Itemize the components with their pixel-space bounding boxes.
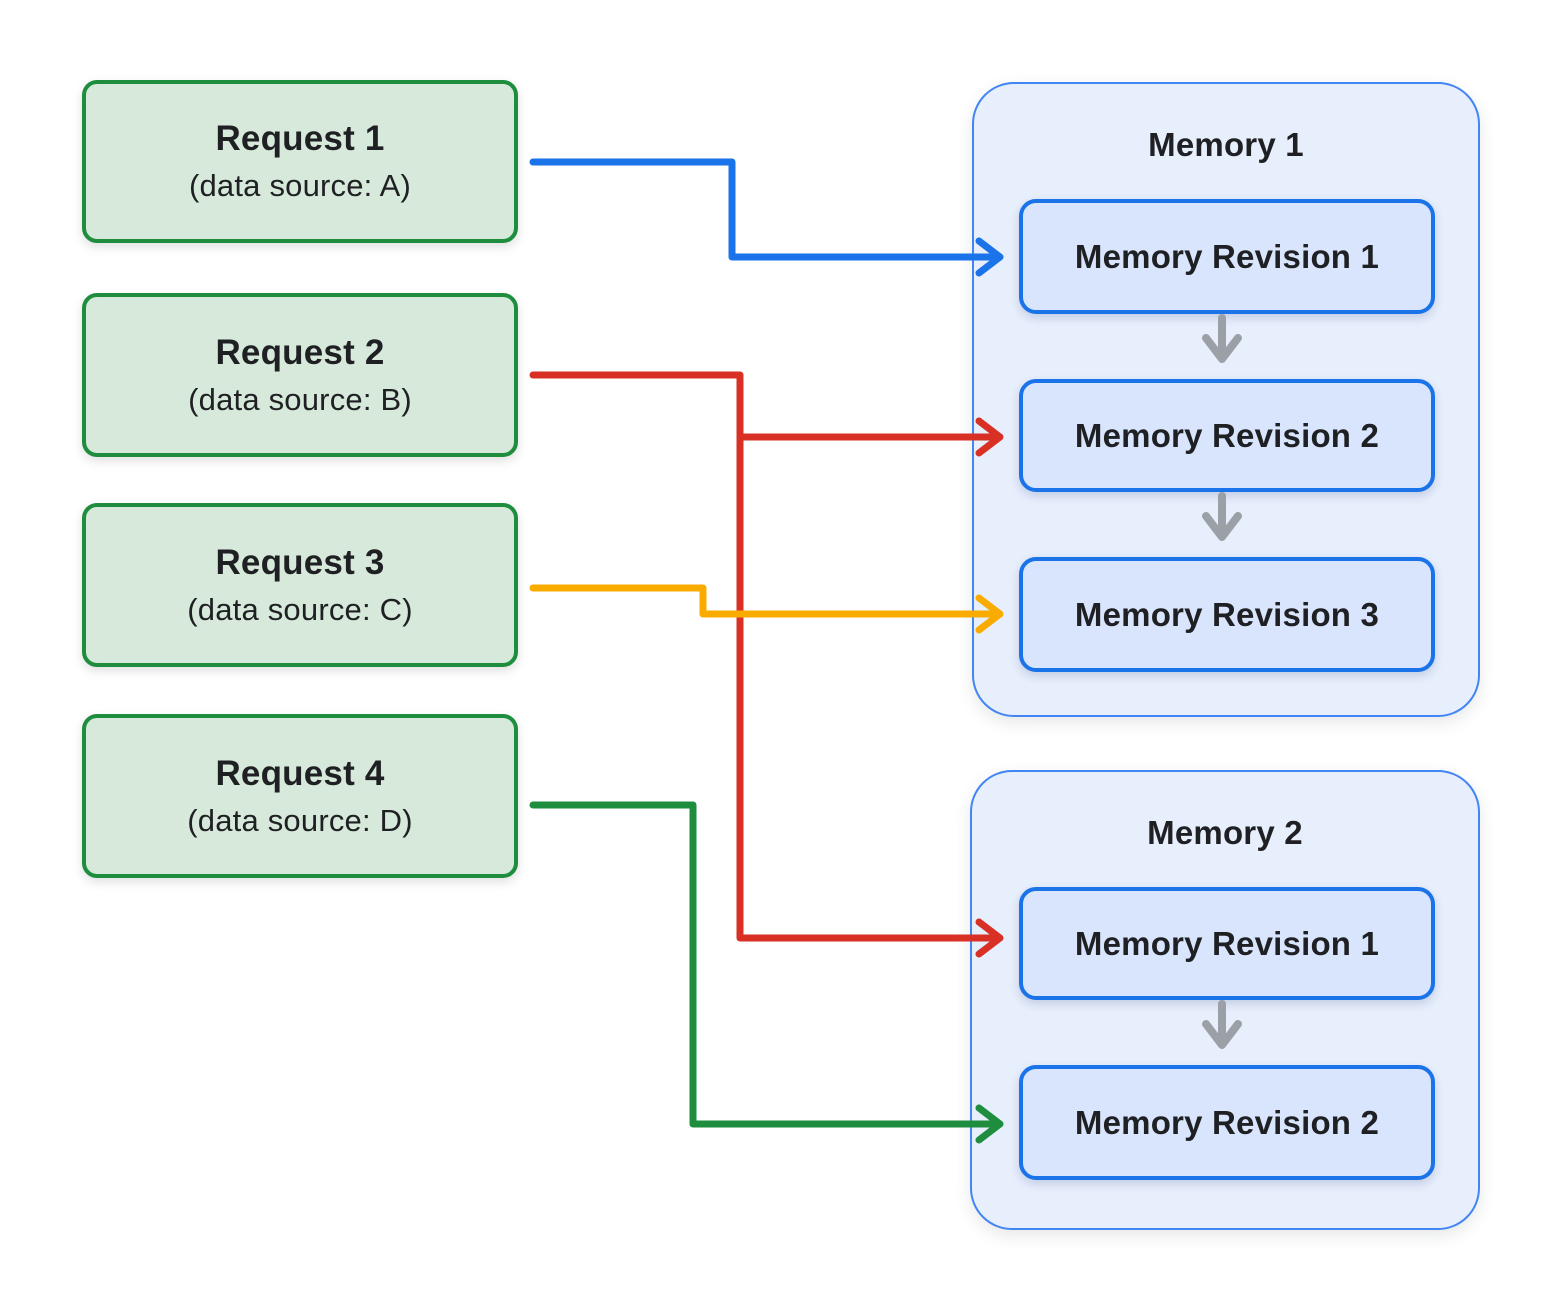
request-1-subtitle: (data source: A) [188, 168, 412, 203]
request-2-title: Request 2 [215, 332, 385, 372]
memory-2-container: Memory 2 Memory Revision 1 Memory Revisi… [970, 770, 1480, 1230]
request-3-title: Request 3 [215, 542, 385, 582]
memory-1-revision-3-box: Memory Revision 3 [1019, 557, 1435, 672]
request-box-4: Request 4 (data source: D) [82, 714, 518, 878]
memory-2-revision-2-box: Memory Revision 2 [1019, 1065, 1435, 1180]
memory-2-revision-1-box: Memory Revision 1 [1019, 887, 1435, 1000]
request3-to-memory1-revision3-line [529, 584, 1001, 618]
request4-to-memory2-revision2-line [529, 801, 1001, 1128]
request-box-3: Request 3 (data source: C) [82, 503, 518, 667]
memory-1-revision-1-box: Memory Revision 1 [1019, 199, 1435, 314]
request-box-1: Request 1 (data source: A) [82, 80, 518, 243]
request-4-title: Request 4 [215, 753, 385, 793]
memory-1-revision-1-label: Memory Revision 1 [1074, 237, 1380, 275]
request-4-subtitle: (data source: D) [187, 802, 413, 838]
memory-2-revision-2-label: Memory Revision 2 [1074, 1103, 1380, 1141]
request-box-2: Request 2 (data source: B) [82, 293, 518, 457]
request2-to-memory2-revision1-line [736, 433, 1001, 942]
memory-1-revision-2-label: Memory Revision 2 [1074, 416, 1380, 454]
memory-2-title: Memory 2 [1147, 814, 1303, 851]
memory-2-revision-1-label: Memory Revision 1 [1074, 924, 1380, 962]
request-2-subtitle: (data source: B) [188, 381, 412, 417]
memory-1-revision-2-box: Memory Revision 2 [1019, 379, 1435, 492]
memory-1-container: Memory 1 Memory Revision 1 Memory Revisi… [972, 82, 1480, 717]
memory-1-revision-3-label: Memory Revision 3 [1074, 595, 1380, 633]
request1-to-memory1-revision1-line [529, 158, 1001, 261]
request2-to-memory1-revision2-line [529, 371, 1001, 441]
memory-1-title: Memory 1 [1148, 126, 1304, 163]
request-1-title: Request 1 [215, 119, 385, 158]
request-3-subtitle: (data source: C) [187, 591, 413, 627]
